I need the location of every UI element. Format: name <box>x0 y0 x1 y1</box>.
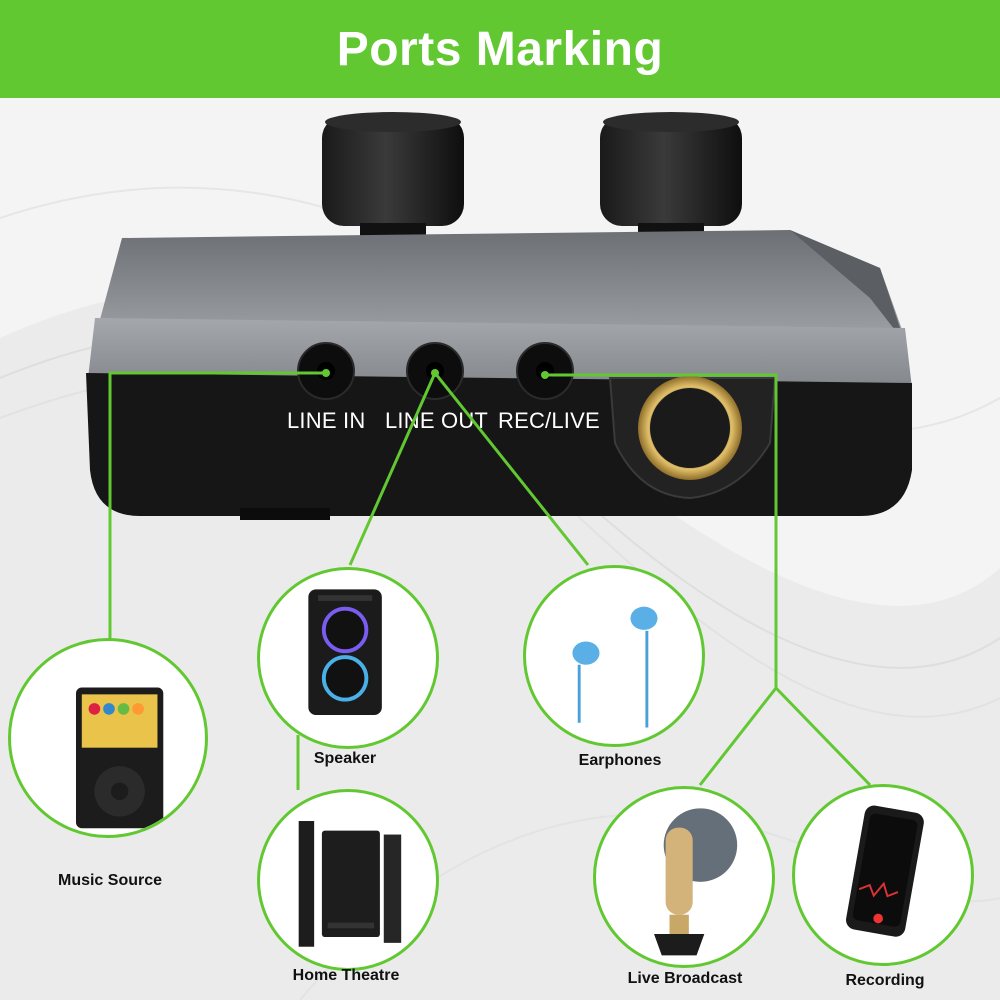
port-label-rec-live: REC/LIVE <box>498 408 600 433</box>
device-circle-speaker <box>257 567 439 749</box>
device-circle-music-source <box>8 638 208 838</box>
device-circle-earphones <box>523 565 705 747</box>
jack-microphone <box>638 376 742 480</box>
smartphone-icon <box>846 805 924 937</box>
microphone-icon <box>654 808 738 956</box>
knob-right <box>600 112 742 241</box>
header-banner: Ports Marking <box>0 0 1000 98</box>
audio-interface-device <box>86 112 912 520</box>
jack-line-in <box>297 342 355 400</box>
device-circle-live-broadcast <box>593 786 775 968</box>
port-label-line-in: LINE IN <box>287 408 366 433</box>
earphones-icon <box>572 606 658 728</box>
caption-speaker: Speaker <box>313 750 377 767</box>
page-title: Ports Marking <box>336 22 664 76</box>
jack-rec-live <box>516 342 574 400</box>
caption-recording: Recording <box>845 972 925 989</box>
speaker-icon <box>308 589 382 716</box>
music-player-icon <box>75 687 164 829</box>
home-theatre-icon <box>298 821 402 947</box>
jack-line-out <box>406 342 464 400</box>
caption-earphones: Earphones <box>578 752 662 769</box>
device-circle-recording <box>792 784 974 966</box>
port-label-line-out: LINE OUT <box>385 408 489 433</box>
caption-music-source: Music Source <box>57 872 163 889</box>
device-circle-home-theatre <box>257 789 439 971</box>
caption-home-theatre: Home Theatre <box>292 967 400 984</box>
knob-left <box>322 112 464 241</box>
caption-live-broadcast: Live Broadcast <box>627 970 743 987</box>
